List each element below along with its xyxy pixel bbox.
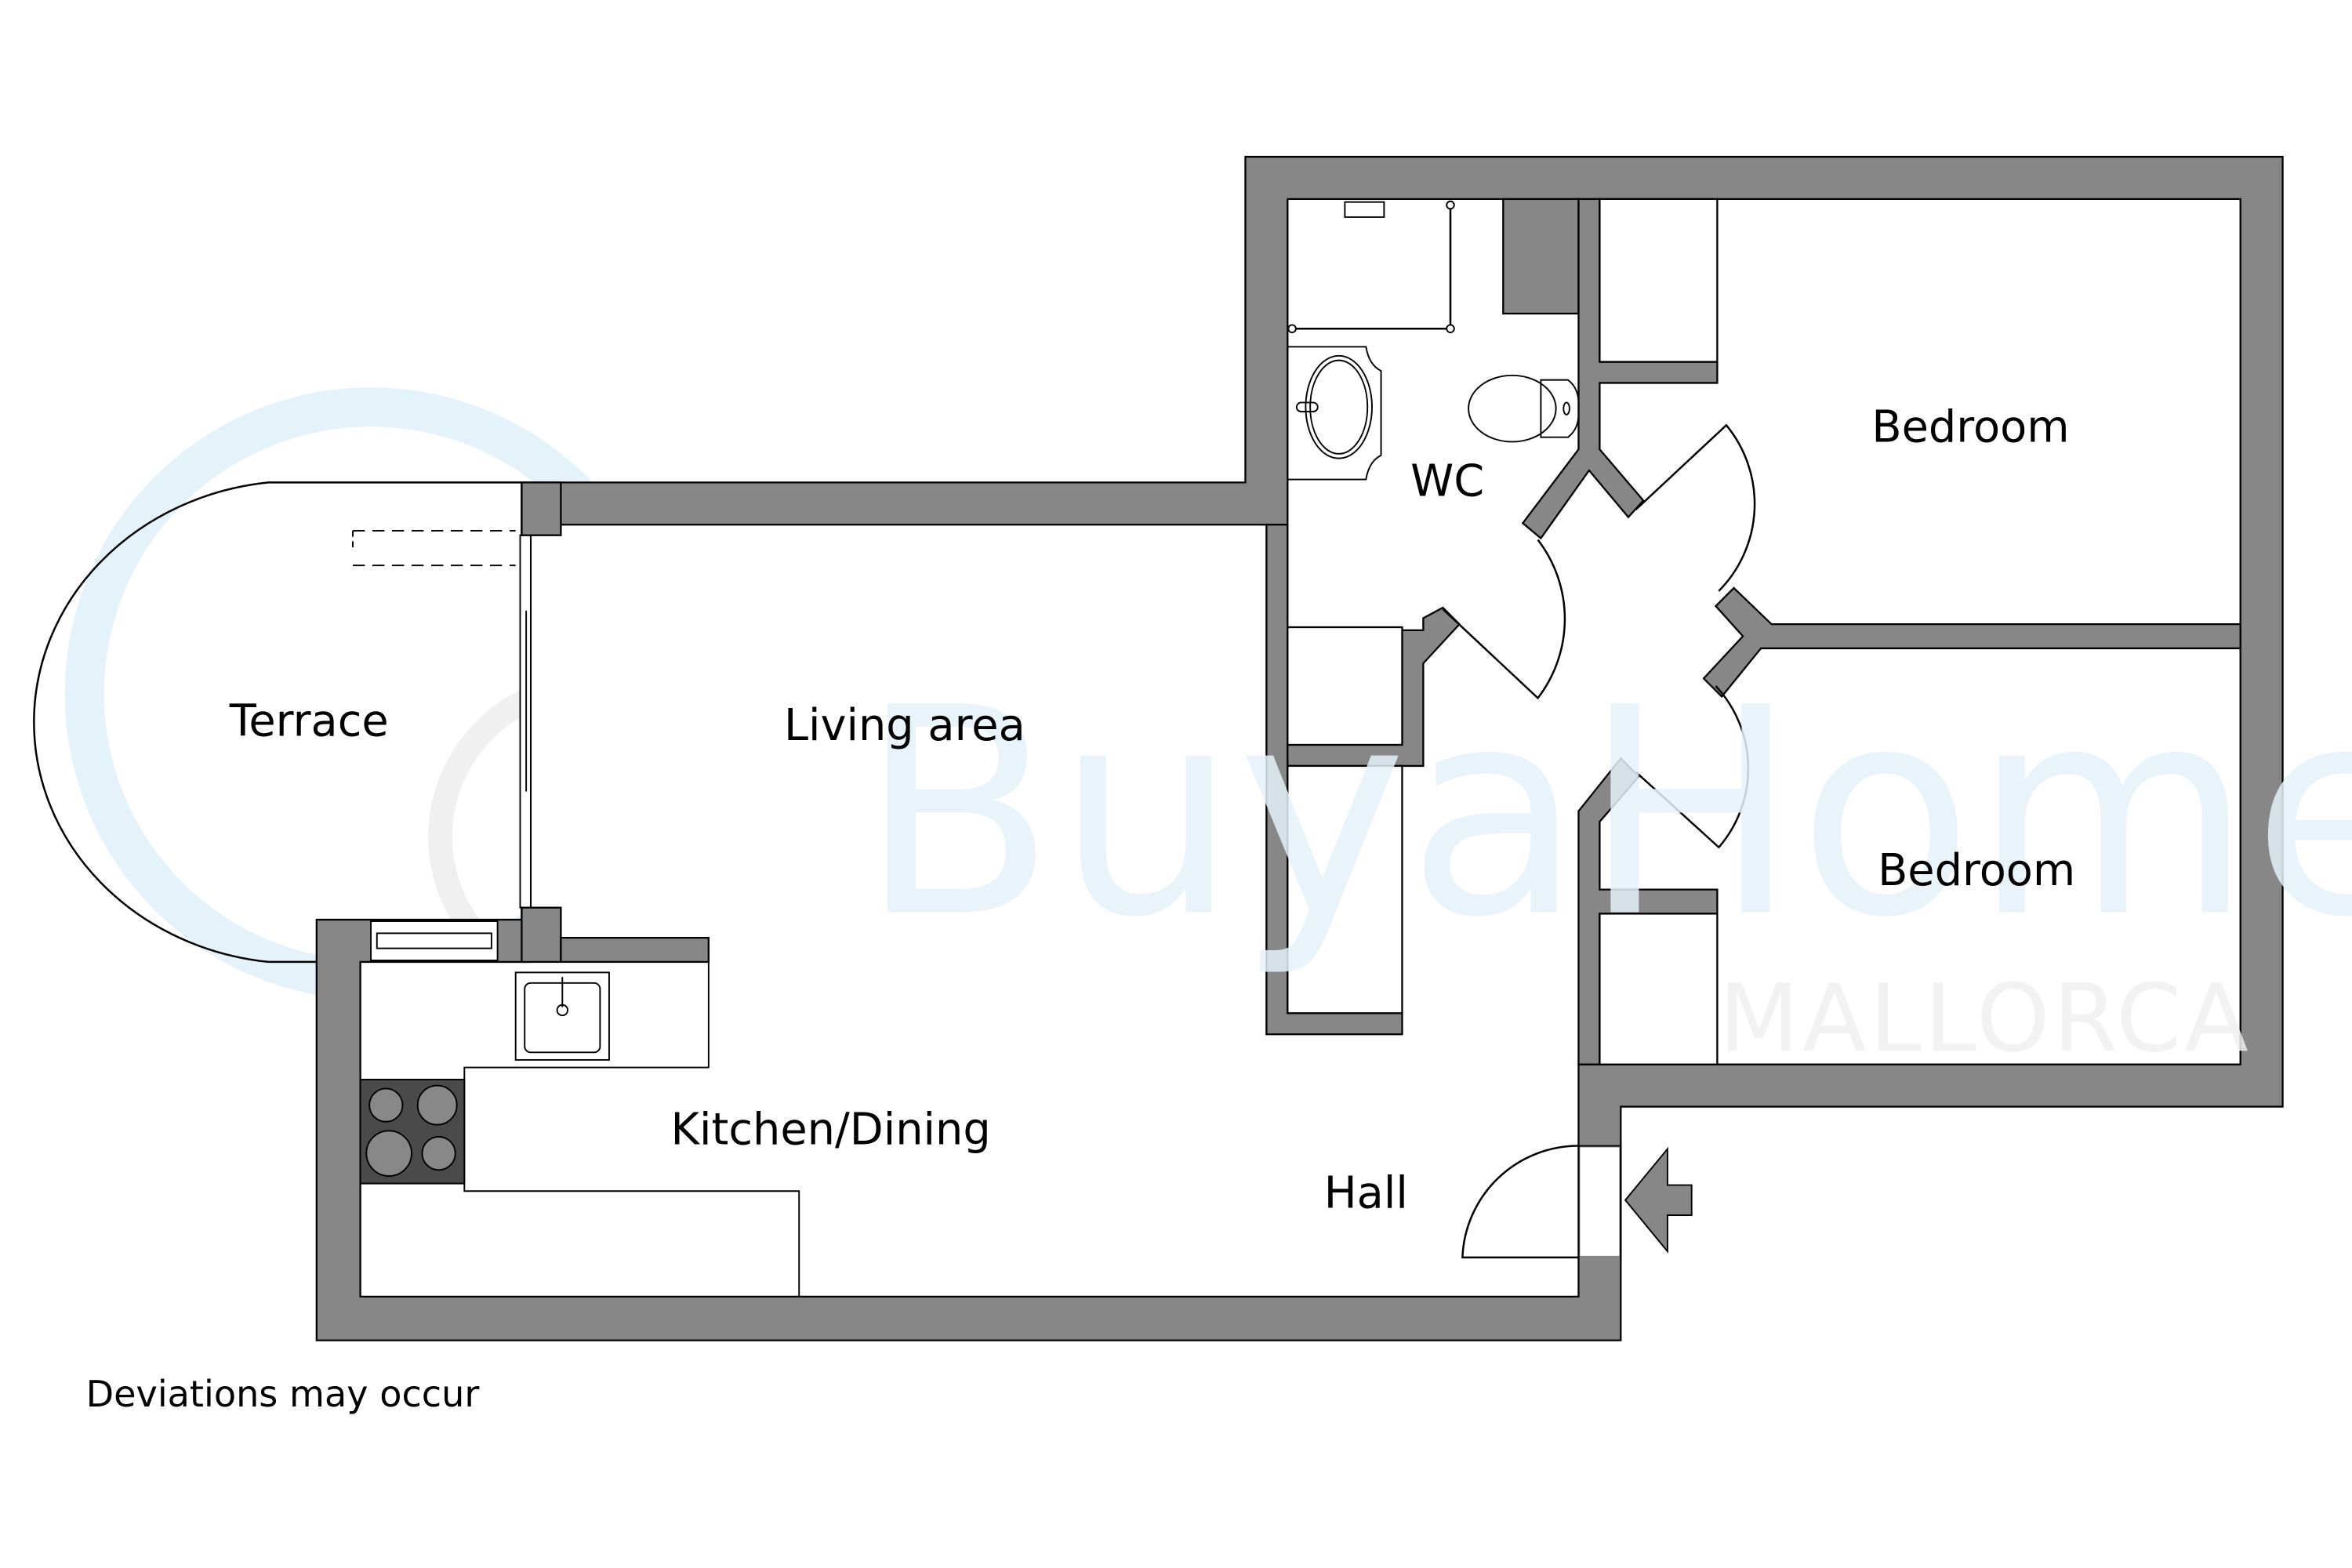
wardrobe [1599, 913, 1719, 1065]
washbasin-icon [1287, 346, 1382, 481]
wardrobe [1287, 626, 1403, 746]
watermark-brand: BuyaHome [859, 647, 2352, 980]
kitchen-top-wall [560, 937, 710, 964]
sink-icon [514, 971, 610, 1061]
wall-pier [521, 481, 562, 536]
watermark: BuyaHome MALLORCA [859, 647, 2352, 1073]
toilet-icon [1468, 374, 1580, 443]
wardrobe [1599, 198, 1719, 363]
room-label-hall: Hall [1324, 1167, 1408, 1218]
entrance-wall [1580, 1147, 1620, 1256]
bedroom1-door[interactable] [1635, 423, 1756, 592]
shower-icon [1287, 200, 1455, 333]
room-label-bedroom-1: Bedroom [1871, 401, 2069, 452]
room-label-wc: WC [1410, 456, 1484, 507]
footnote: Deviations may occur [86, 1373, 480, 1415]
wall-pier [521, 906, 562, 964]
room-label-kitchen-dining: Kitchen/Dining [670, 1105, 990, 1156]
kitchen-window [370, 920, 499, 961]
entrance-door[interactable] [1461, 1145, 1579, 1259]
room-label-bedroom-2: Bedroom [1878, 845, 2075, 896]
wc-upper-block [1502, 198, 1580, 315]
entrance-arrow-icon [1624, 1146, 1693, 1254]
wc-door[interactable] [1442, 539, 1566, 700]
stove-icon [359, 1078, 466, 1185]
wardrobe [1287, 764, 1403, 1014]
room-label-terrace: Terrace [229, 695, 389, 746]
terrace-outline [33, 481, 522, 964]
bedroom-divider-wall [1702, 586, 2241, 699]
bedroom2-door[interactable] [1635, 685, 1750, 849]
watermark-region: MALLORCA [1719, 964, 2251, 1073]
terrace-awning [352, 529, 516, 567]
room-label-living-area: Living area [784, 700, 1025, 751]
